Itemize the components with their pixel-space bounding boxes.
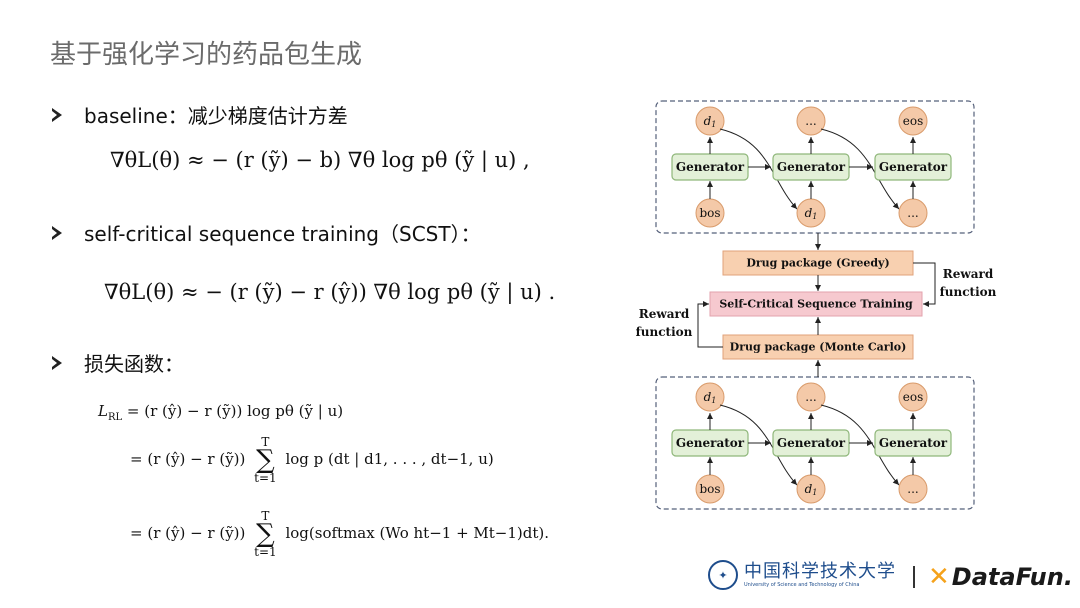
loss-lhs-sub: RL bbox=[107, 412, 123, 423]
bullet-arrow-icon bbox=[52, 107, 62, 122]
ustc-name-cn: 中国科学技术大学 bbox=[744, 561, 896, 582]
reward-left-label-1: Reward bbox=[639, 307, 690, 321]
token-output bbox=[796, 106, 826, 136]
token-output-label: ... bbox=[805, 390, 816, 404]
bullet-scst: self-critical sequence training（SCST）： bbox=[52, 218, 481, 247]
bullet-baseline: baseline：减少梯度估计方差 bbox=[52, 100, 348, 129]
bottom-generator-block: Generatord1bosGenerator...d1Generatoreos… bbox=[655, 376, 975, 510]
datafun-x-icon: ✕ bbox=[928, 562, 950, 592]
arrow-reward-right bbox=[913, 262, 936, 307]
generator-label: Generator bbox=[879, 160, 948, 174]
sigma-glyph: ∑ bbox=[256, 445, 275, 475]
summation-icon: T ∑ t=1 bbox=[254, 436, 277, 484]
ustc-logo: ✦ 中国科学技术大学 University of Science and Tec… bbox=[708, 560, 896, 590]
bullet-arrow-icon bbox=[52, 355, 62, 370]
top-generator-block: Generatord1bosGenerator...d1Generatoreos… bbox=[655, 100, 975, 234]
token-output bbox=[695, 382, 725, 412]
token-input-label: bos bbox=[699, 482, 720, 496]
logo-separator bbox=[913, 566, 915, 588]
monte-carlo-box bbox=[722, 334, 914, 360]
ustc-seal-icon: ✦ bbox=[708, 560, 738, 590]
loss-row-3: = (r (ŷ) − r (ỹ)) T ∑ t=1 log(softmax (W… bbox=[130, 510, 549, 558]
page-title: 基于强化学习的药品包生成 bbox=[50, 40, 363, 70]
scst-architecture-diagram: Generatord1bosGenerator...d1Generatoreos… bbox=[636, 100, 997, 510]
token-output-label: eos bbox=[903, 390, 923, 404]
token-output bbox=[898, 382, 928, 412]
scst-box bbox=[709, 291, 923, 317]
generator-label: Generator bbox=[676, 436, 745, 450]
sum-lower: t=1 bbox=[254, 471, 277, 485]
token-output-label: eos bbox=[903, 114, 923, 128]
loss-row-2-post: log p (dt | d1, . . . , dt−1, u) bbox=[285, 450, 494, 468]
ustc-name-en: University of Science and Technology of … bbox=[744, 582, 860, 588]
token-output bbox=[898, 106, 928, 136]
reward-right-label-1: Reward bbox=[943, 267, 994, 281]
datafun-brand: DataFun. bbox=[951, 563, 1073, 591]
reward-right-label-2: function bbox=[940, 285, 997, 299]
token-input-label: bos bbox=[699, 206, 720, 220]
token-output bbox=[695, 106, 725, 136]
generator-label: Generator bbox=[777, 436, 846, 450]
arrow-reward-left bbox=[697, 301, 723, 348]
bullet-text: baseline：减少梯度估计方差 bbox=[84, 104, 348, 128]
token-input-label: ... bbox=[907, 482, 918, 496]
reward-left-label-2: function bbox=[636, 325, 693, 339]
equation-baseline: ∇θL(θ) ≈ − (r (ỹ) − b) ∇θ log pθ (ỹ | u)… bbox=[110, 148, 530, 172]
bullet-text: 损失函数： bbox=[84, 352, 184, 376]
equation-scst: ∇θL(θ) ≈ − (r (ỹ) − r (ŷ)) ∇θ log pθ (ỹ … bbox=[104, 280, 556, 304]
sigma-glyph: ∑ bbox=[256, 519, 275, 549]
summation-icon: T ∑ t=1 bbox=[254, 510, 277, 558]
sum-upper: T bbox=[261, 435, 270, 449]
greedy-label: Drug package (Greedy) bbox=[746, 257, 889, 270]
loss-row-1-text: = (r (ŷ) − r (ỹ)) log pθ (ỹ | u) bbox=[126, 402, 344, 420]
generator-label: Generator bbox=[777, 160, 846, 174]
generator-label: Generator bbox=[676, 160, 745, 174]
scst-label: Self-Critical Sequence Training bbox=[719, 298, 913, 311]
arrow-feedback bbox=[719, 404, 798, 486]
loss-row-2-pre: = (r (ŷ) − r (ỹ)) bbox=[130, 450, 246, 468]
arrow-feedback bbox=[719, 128, 798, 210]
sum-lower: t=1 bbox=[254, 545, 277, 559]
generator-label: Generator bbox=[879, 436, 948, 450]
datafun-logo: ✕ DataFun. bbox=[928, 562, 1073, 592]
loss-row-1: LRL = (r (ŷ) − r (ỹ)) log pθ (ỹ | u) bbox=[98, 402, 343, 423]
token-output bbox=[796, 382, 826, 412]
bullet-text: self-critical sequence training（SCST）： bbox=[84, 222, 481, 246]
bullet-loss: 损失函数： bbox=[52, 348, 184, 377]
bullet-arrow-icon bbox=[52, 225, 62, 240]
token-input-label: ... bbox=[907, 206, 918, 220]
bottom-frame bbox=[655, 376, 975, 510]
loss-row-3-post: log(softmax (Wo ht−1 + Mt−1)dt). bbox=[285, 524, 550, 542]
loss-row-2: = (r (ŷ) − r (ỹ)) T ∑ t=1 log p (dt | d1… bbox=[130, 436, 494, 484]
monte-carlo-label: Drug package (Monte Carlo) bbox=[730, 341, 907, 354]
arrow-feedback bbox=[820, 128, 900, 210]
middle-training-block: Drug package (Greedy) Self-Critical Seque… bbox=[636, 233, 997, 377]
arrow-feedback bbox=[820, 404, 900, 486]
sum-upper: T bbox=[261, 509, 270, 523]
top-frame bbox=[655, 100, 975, 234]
loss-lhs: L bbox=[98, 402, 108, 420]
token-output-label: ... bbox=[805, 114, 816, 128]
loss-row-3-pre: = (r (ŷ) − r (ỹ)) bbox=[130, 524, 246, 542]
